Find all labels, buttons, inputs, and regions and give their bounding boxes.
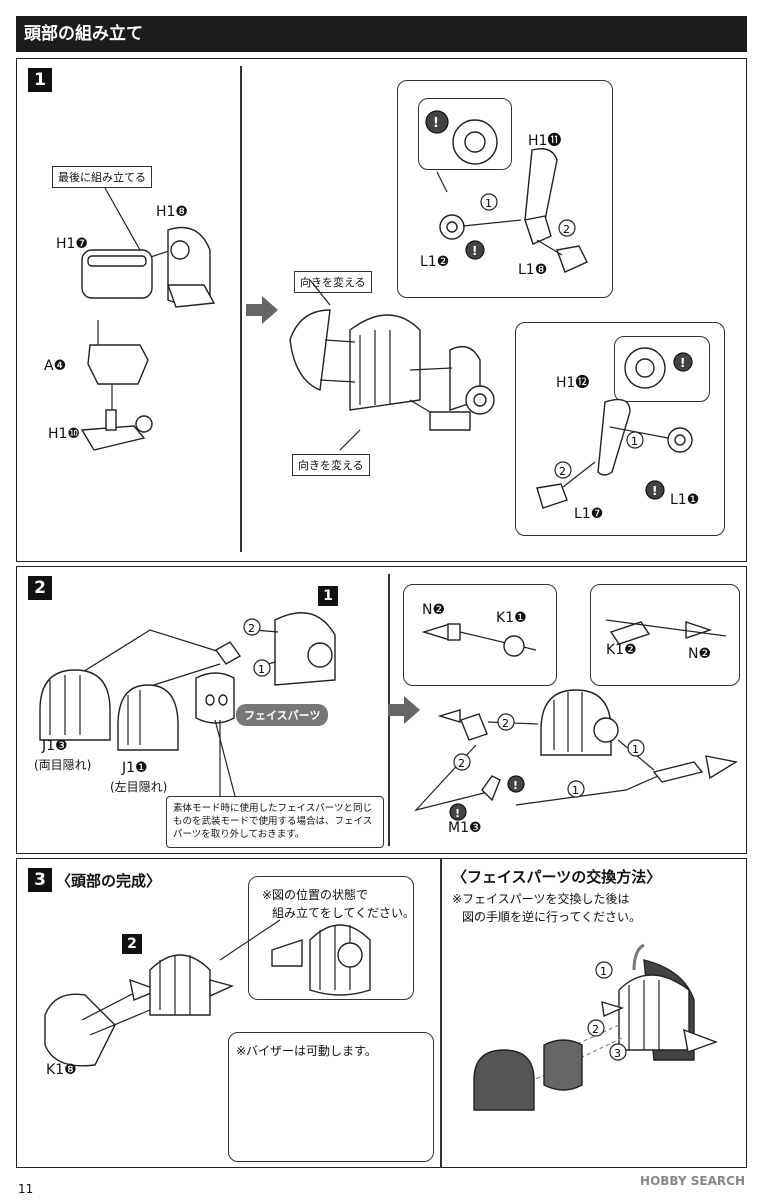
label-n-2-right: N❷	[688, 646, 712, 662]
step-2-note-box: 素体モード時に使用したフェイスパーツと同じ ものを武装モードで使用する場合は、フ…	[166, 796, 384, 848]
label-h1-10: H1❿	[48, 426, 80, 442]
svg-text:1: 1	[600, 965, 607, 978]
step-2-left-box	[403, 584, 557, 686]
step-2-right-art: ! ! 2 1 2 1	[414, 619, 738, 821]
svg-text:1: 1	[632, 743, 639, 756]
step-3-divider	[440, 858, 442, 1168]
svg-text:2: 2	[563, 223, 570, 236]
svg-text:2: 2	[458, 757, 465, 770]
svg-text:2: 2	[248, 622, 255, 635]
step-3-panel	[16, 858, 747, 1168]
position-note-line2: 組み立てをしてください。	[272, 906, 416, 920]
step-2-note-line3: パーツを取り外しておきます。	[173, 829, 305, 840]
step-1-head-assembly	[289, 279, 495, 451]
change-direction-label-top: 向きを変える	[294, 271, 372, 293]
step-1-bottom-box-art: ! ! 1 2	[536, 347, 693, 509]
label-h1-11: H1⓫	[528, 133, 562, 149]
page-number: 11	[18, 1182, 34, 1196]
label-l1-8: L1❽	[518, 262, 548, 278]
step-2-flow-arrow	[388, 696, 420, 724]
label-n-2-left: N❷	[422, 602, 446, 618]
svg-text:!: !	[680, 356, 685, 370]
watermark-logo: HOBBY SEARCH	[640, 1174, 745, 1188]
label-m1-3: M1❸	[448, 820, 482, 836]
label-j1-1-note: (左目隠れ)	[110, 780, 168, 794]
svg-text:2: 2	[592, 1023, 599, 1036]
label-h1-8: H1❽	[156, 204, 188, 220]
svg-text:2: 2	[559, 465, 566, 478]
label-l1-1: L1❶	[670, 492, 700, 508]
svg-text:1: 1	[572, 784, 579, 797]
label-l1-2: L1❷	[420, 254, 450, 270]
step-2-ref-number: 1	[318, 586, 338, 606]
step-1-flow-arrow	[246, 296, 278, 324]
svg-text:1: 1	[485, 197, 492, 210]
svg-text:2: 2	[502, 717, 509, 730]
step-1-divider	[240, 66, 242, 552]
last-assemble-label: 最後に組み立てる	[52, 166, 152, 188]
step-1-panel	[16, 58, 747, 562]
face-swap-note-line2: 図の手順を逆に行ってください。	[462, 910, 642, 924]
face-swap-title: 〈フェイスパーツの交換方法〉	[452, 868, 662, 886]
visor-note: ※バイザーは可動します。	[236, 1044, 377, 1058]
step-2-note-line2: ものを武装モードで使用する場合は、フェイス	[173, 816, 373, 827]
svg-text:!: !	[513, 779, 518, 792]
svg-text:!: !	[455, 807, 460, 820]
label-a-4: A❹	[44, 358, 67, 374]
label-k1-8: K1❽	[46, 1062, 77, 1078]
label-k1-2: K1❷	[606, 642, 637, 658]
step-3-ref-number: 2	[122, 934, 142, 954]
step-2-panel	[16, 566, 747, 854]
label-j1-1: J1❶	[122, 760, 148, 776]
label-j1-3-note: (両目隠れ)	[34, 758, 92, 772]
head-core-part	[80, 226, 216, 451]
step-2-note-line1: 素体モード時に使用したフェイスパーツと同じ	[173, 803, 373, 814]
change-direction-label-bottom: 向きを変える	[292, 454, 370, 476]
svg-text:!: !	[652, 484, 657, 498]
step-3-title: 〈頭部の完成〉	[56, 872, 162, 890]
visor-note-box	[228, 1032, 434, 1162]
position-note-line1: ※図の位置の状態で	[262, 888, 369, 902]
face-swap-art: 1 2 3	[473, 943, 719, 1111]
svg-text:!: !	[433, 116, 439, 131]
step-2-left-art: 2 1	[39, 612, 336, 816]
label-j1-3: J1❸	[42, 738, 68, 754]
step-1-number: 1	[28, 68, 52, 92]
page-title: 頭部の組み立て	[16, 16, 747, 52]
step-3-number: 3	[28, 868, 52, 892]
svg-text:3: 3	[614, 1047, 621, 1060]
step-1-top-box-art: ! ! 1 2	[425, 110, 588, 273]
svg-text:1: 1	[631, 435, 638, 448]
svg-text:1: 1	[258, 663, 265, 676]
label-h1-12: H1⓬	[556, 375, 590, 391]
face-parts-label: フェイスパーツ	[236, 704, 329, 726]
label-l1-7: L1❼	[574, 506, 604, 522]
step-2-number: 2	[28, 576, 52, 600]
face-swap-note-line1: ※フェイスパーツを交換した後は	[452, 892, 630, 906]
label-k1-1: K1❶	[496, 610, 527, 626]
svg-text:!: !	[472, 244, 477, 258]
label-h1-7: H1❼	[56, 236, 88, 252]
